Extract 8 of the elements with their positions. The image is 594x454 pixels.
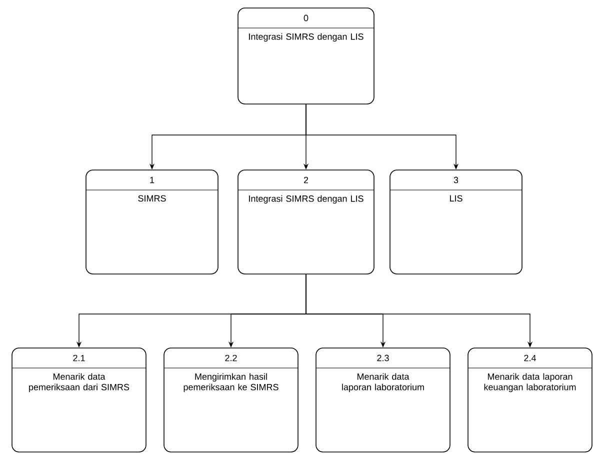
- process-box: 1 SIMRS: [86, 170, 218, 274]
- process-box: 2.4 Menarik data laporan keuangan laboratorium: [468, 348, 592, 452]
- process-box: 3 LIS: [390, 170, 522, 274]
- process-box: 2.1 Menarik data pemeriksaan dari SIMRS: [12, 348, 146, 452]
- process-box: 2.2 Mengirimkan hasil pemeriksaan ke SIMRS: [164, 348, 298, 452]
- process-box: 2 Integrasi SIMRS dengan LIS: [238, 170, 374, 274]
- process-box: 2.3 Menarik data laporan laboratorium: [316, 348, 450, 452]
- process-box: 0 Integrasi SIMRS dengan LIS: [238, 8, 374, 104]
